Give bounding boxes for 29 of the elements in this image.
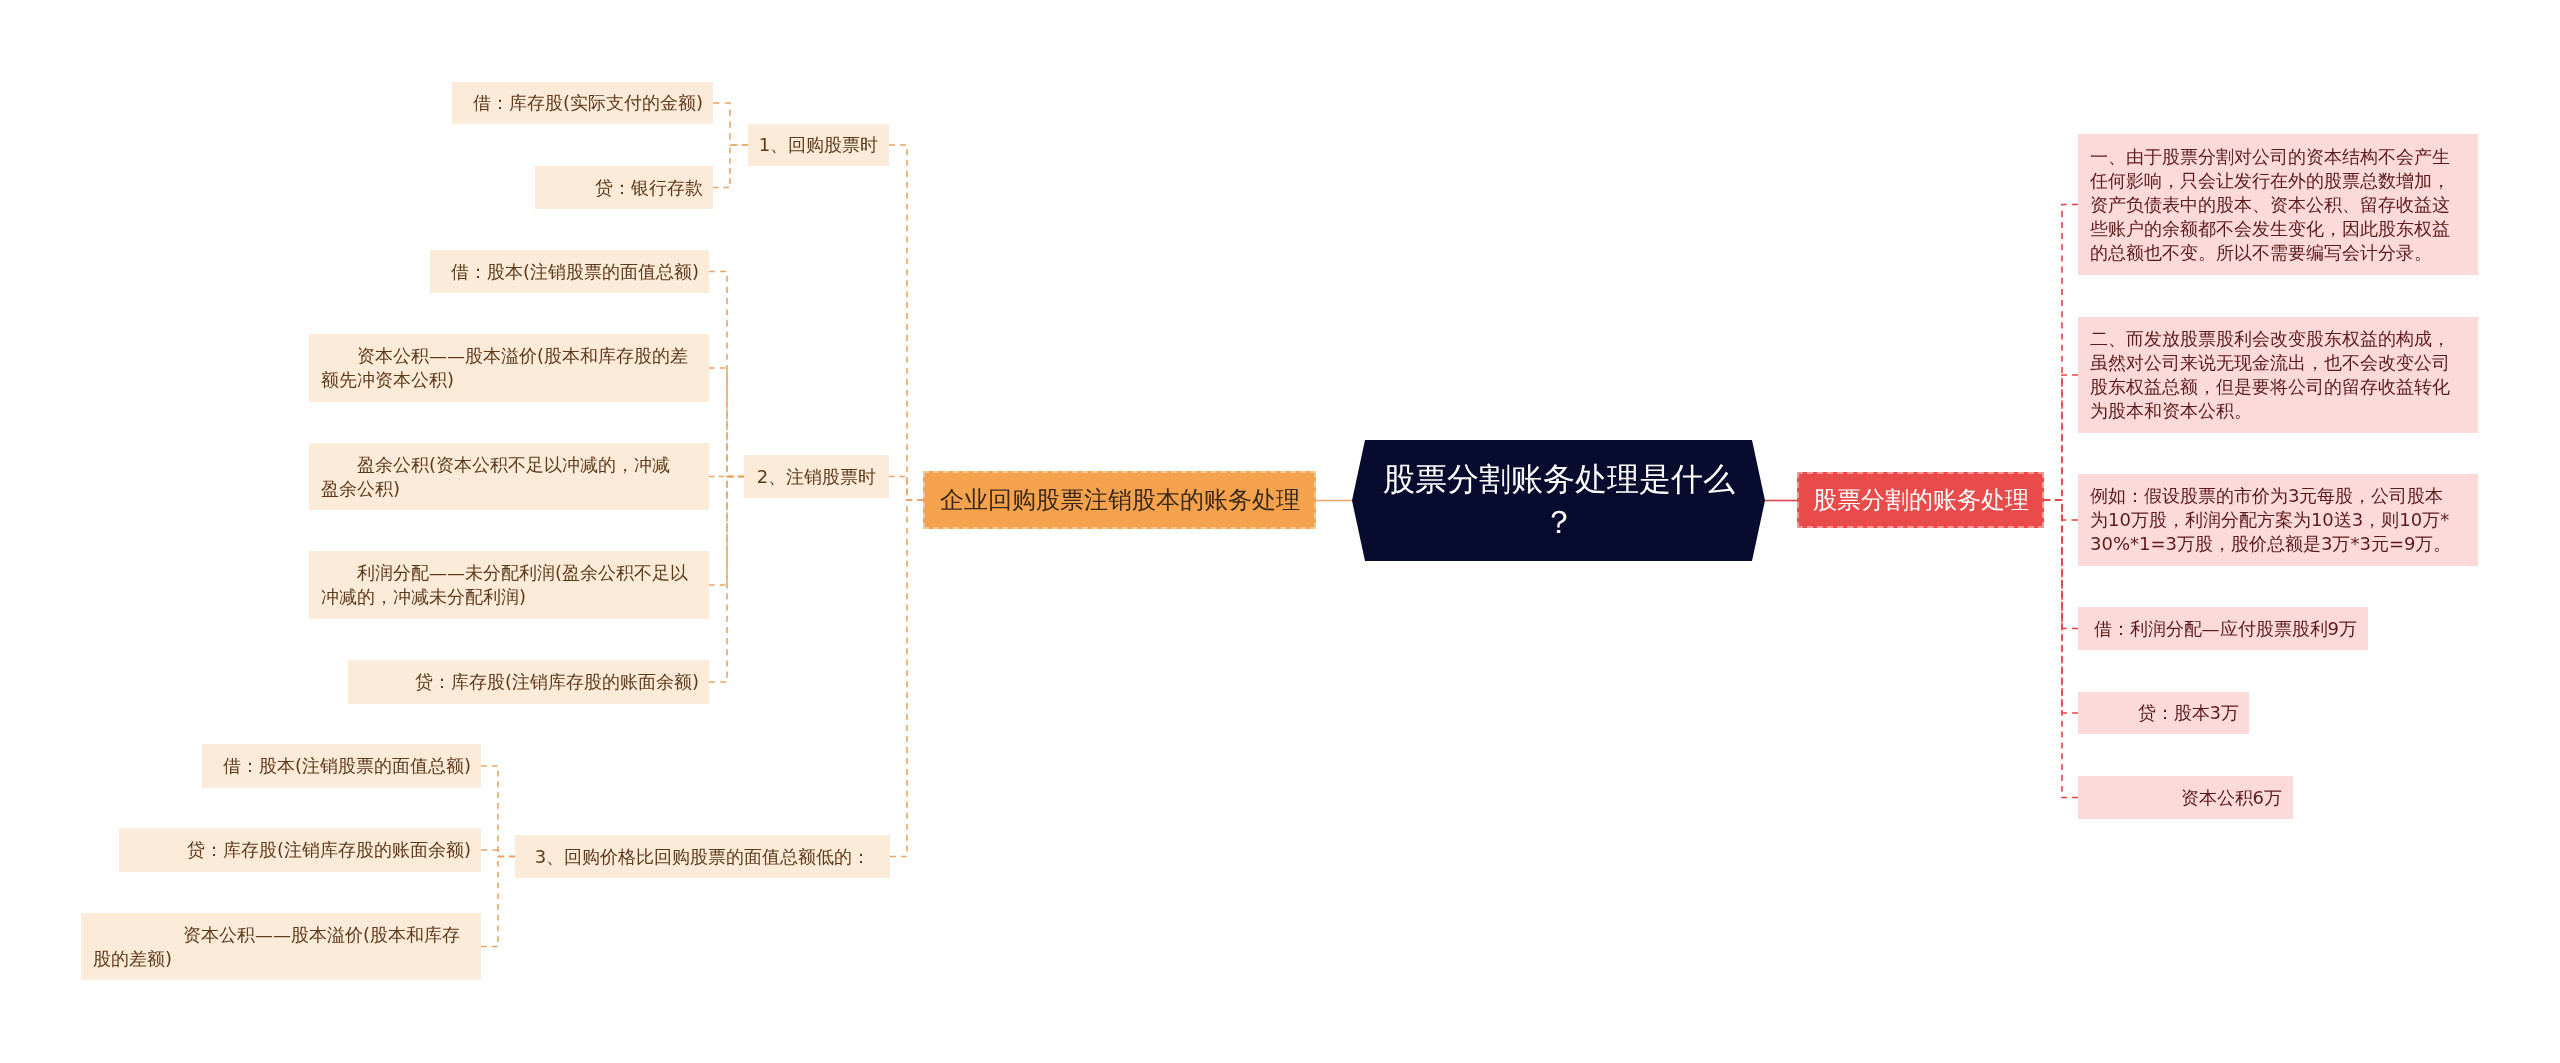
note-card: 利润分配——未分配利润(盈余公积不足以冲减的，冲减未分配利润) [309,551,709,619]
connector-line [889,499,924,858]
main-branch-topic: 股票分割的账务处理 [1797,472,2044,528]
note-card: 贷：股本3万 [2078,692,2249,734]
note-card: 借：股本(注销股票的面值总额) [202,744,481,788]
note-card: 二、而发放股票股利会改变股东权益的构成，虽然对公司来说无现金流出，也不会改变公司股东权益总额，但是要将公司的留存收益转化为股本和资本公积。 [2078,317,2478,433]
note-card: 资本公积6万 [2078,776,2293,819]
connector-line [480,855,516,948]
note-card: 资本公积——股本溢价(股本和库存股的差额) [81,913,481,980]
main-branch-topic: 企业回购股票注销股本的账务处理 [923,471,1316,529]
connector-line [708,475,745,683]
note-card: 借：股本(注销股票的面值总额) [430,250,709,293]
note-card: 资本公积——股本溢价(股本和库存股的差额先冲资本公积) [309,334,709,402]
note-card: 贷：银行存款 [535,166,713,209]
subtopic-card: 2、注销股票时 [744,455,889,498]
note-card: 一、由于股票分割对公司的资本结构不会产生任何影响，只会让发行在外的股票总数增加，资产负债表中的股本、资本公积、留存收益这些账户的余额都不会发生变化，因此股东权益的总额也不变。所以不需要编写会计分录。 [2078,134,2478,275]
central-topic: 股票分割账务处理是什么？ [1352,440,1765,561]
note-card: 借：库存股(实际支付的金额) [452,82,713,124]
note-card: 例如：假设股票的市价为3元每股，公司股本为10万股，利润分配方案为10送3，则10万*30%*1=3万股，股价总额是3万*3元=9万。 [2078,474,2478,566]
connector-line [712,144,749,189]
note-card: 盈余公积(资本公积不足以冲减的，冲减盈余公积) [309,443,709,510]
note-card: 贷：库存股(注销库存股的账面余额) [348,660,709,704]
connector-line [1764,499,1798,502]
note-card: 借：利润分配—应付股票股利9万 [2078,607,2368,650]
subtopic-card: 3、回购价格比回购股票的面值总额低的： [515,835,890,878]
connector-line [2043,499,2079,799]
note-card: 贷：库存股(注销库存股的账面余额) [119,828,481,872]
connector-line [1315,499,1353,502]
subtopic-card: 1、回购股票时 [748,124,889,166]
